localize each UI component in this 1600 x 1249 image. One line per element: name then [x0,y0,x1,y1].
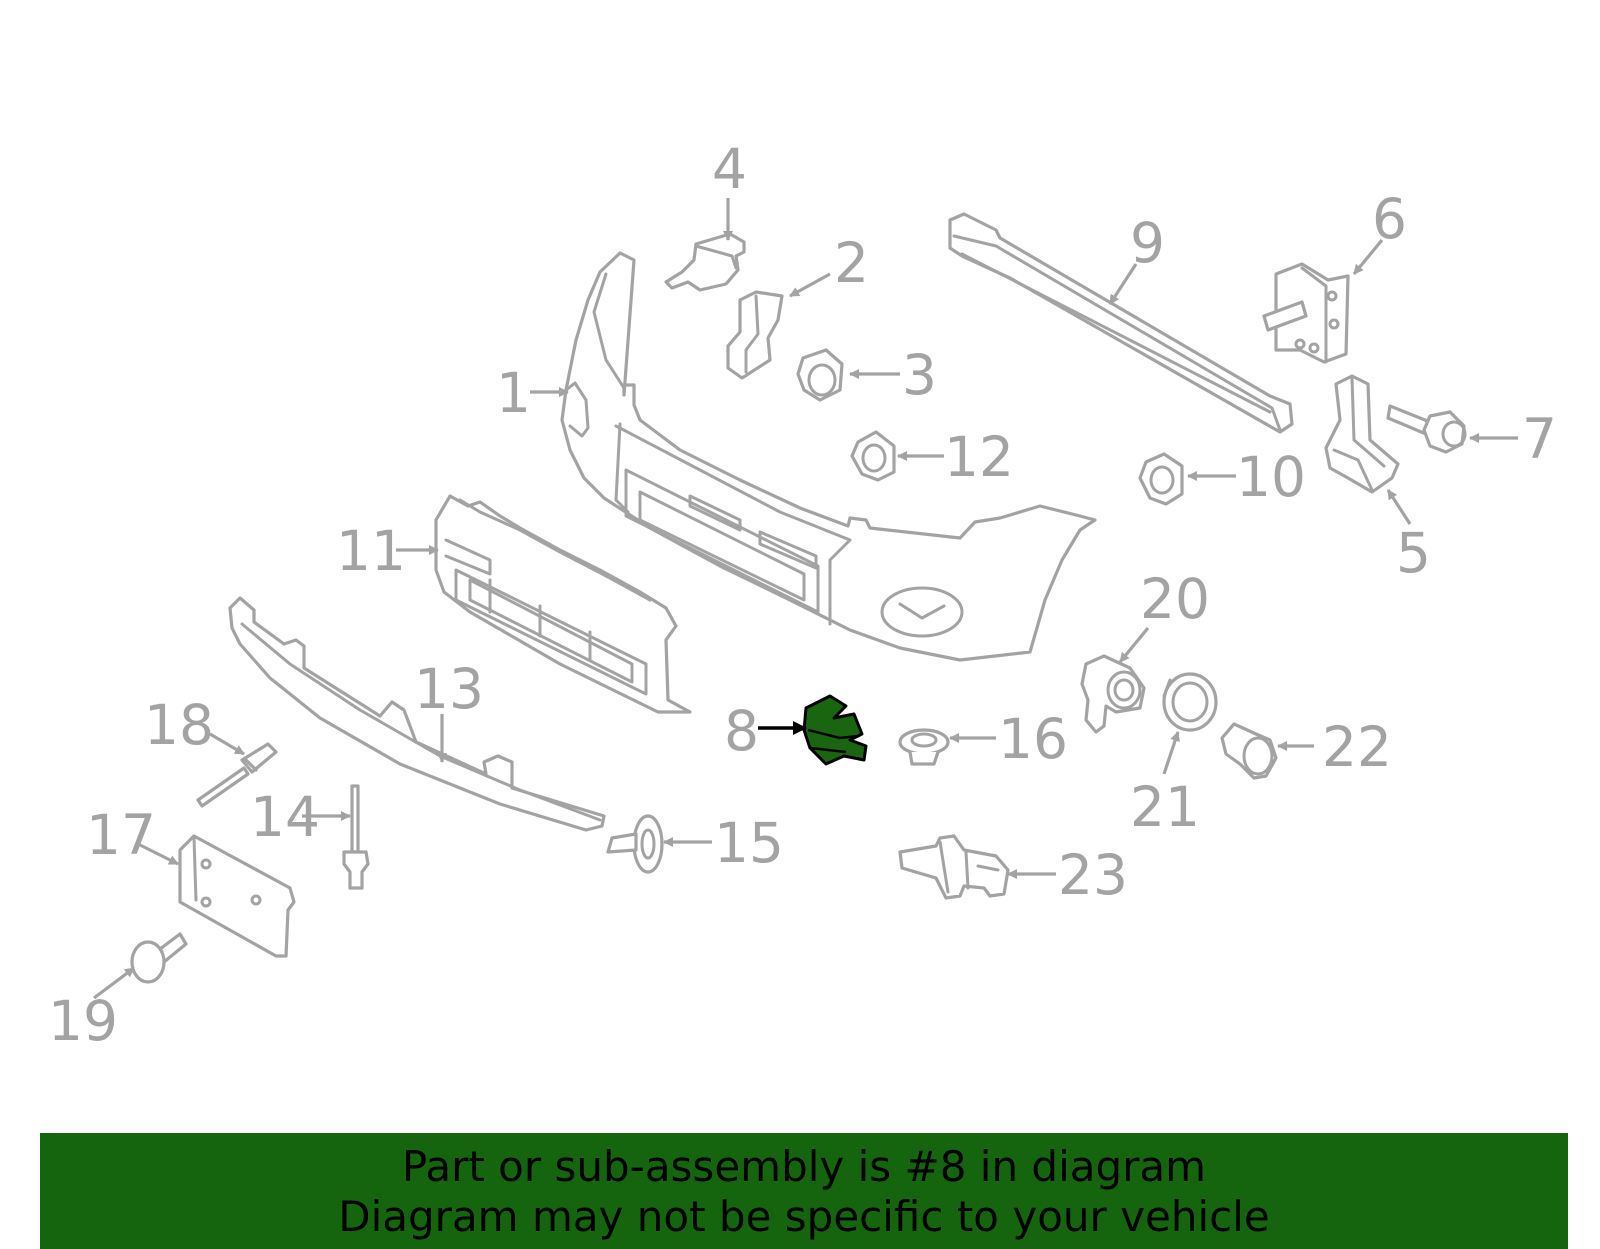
callout-10: 10 [1236,445,1306,509]
callout-7: 7 [1522,407,1557,471]
callout-4: 4 [712,137,747,201]
part-22-retainer [1220,722,1278,780]
part-11-grille [434,494,692,714]
part-21-ring [1162,672,1218,732]
callout-21: 21 [1130,775,1200,839]
callout-19: 19 [48,989,118,1053]
callout-3: 3 [902,343,937,407]
callout-9: 9 [1130,211,1165,275]
part-9-absorber [948,212,1294,434]
part-8-highlighted [802,694,868,766]
callout-11: 11 [336,519,406,583]
callout-15: 15 [714,811,784,875]
part-3-nut [796,348,844,402]
callout-20: 20 [1140,567,1210,631]
callout-18: 18 [144,693,214,757]
part-2-bracket [726,290,784,380]
part-5-bracket [1324,374,1400,494]
callout-17: 17 [86,803,156,867]
part-16-grommet [898,728,950,766]
banner-line-2: Diagram may not be specific to your vehi… [338,1192,1270,1241]
callout-13: 13 [414,657,484,721]
part-6-bracket [1262,262,1350,364]
callout-6: 6 [1372,187,1407,251]
part-12-clip [850,430,896,482]
part-20-sensor [1080,654,1146,734]
callout-5: 5 [1396,521,1431,585]
part-18-screw [196,742,278,808]
callout-1: 1 [496,361,531,425]
callout-2: 2 [834,231,869,295]
callout-16: 16 [998,707,1068,771]
part-19-screw [130,932,188,984]
callout-22: 22 [1322,715,1392,779]
part-10-clip [1138,452,1184,506]
part-13-molding [228,596,606,832]
info-banner: Part or sub-assembly is #8 in diagram Di… [40,1133,1568,1249]
banner-line-1: Part or sub-assembly is #8 in diagram [401,1142,1207,1191]
callout-14: 14 [250,785,320,849]
part-17-license-bracket [178,834,296,958]
callout-numbers: 1 2 3 4 5 6 7 8 9 10 11 12 13 14 15 16 1… [48,137,1557,1053]
part-23-connector [898,834,1010,900]
callout-leaders [93,198,1518,1000]
part-1-bumper-cover [560,251,1097,662]
callout-12: 12 [944,425,1014,489]
part-4-bracket [664,232,746,292]
callout-8: 8 [724,699,759,763]
part-15-push-clip [606,814,664,874]
part-14-pin [342,784,370,890]
callout-23: 23 [1058,843,1128,907]
part-7-bolt [1386,404,1467,454]
